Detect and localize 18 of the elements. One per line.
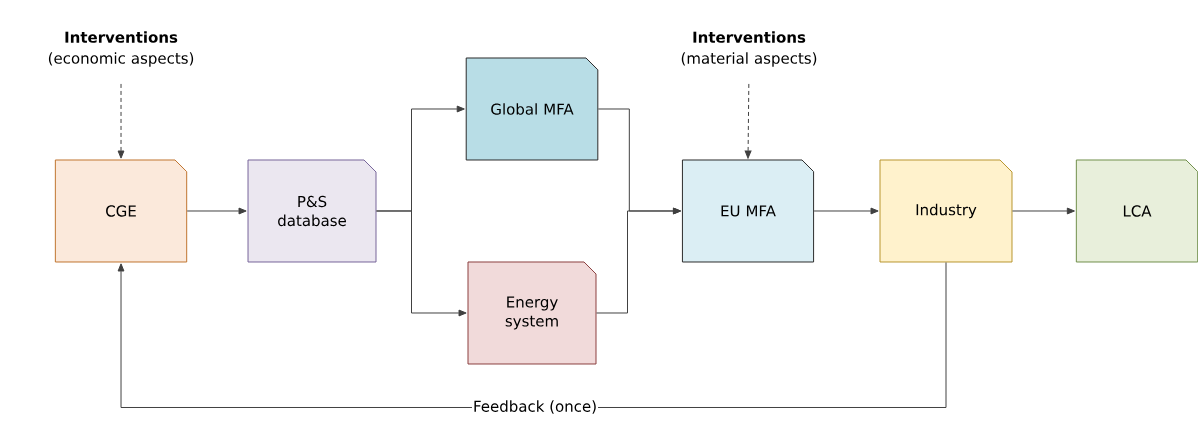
arrow (117, 83, 125, 159)
process-box: Industry (879, 159, 1013, 263)
arrow (1012, 207, 1075, 215)
intervention-label: Interventions (material aspects) (681, 31, 817, 67)
arrow (117, 262, 947, 408)
process-box: CGE (54, 159, 188, 263)
arrow (186, 207, 247, 215)
arrow (744, 83, 752, 159)
arrow (376, 210, 467, 317)
edge-label: Feedback (once) (472, 399, 599, 415)
process-box: LCA (1075, 159, 1198, 263)
intervention-label: Interventions (economic aspects) (48, 31, 194, 67)
process-box: Energy system (467, 261, 597, 365)
process-box: Global MFA (465, 57, 599, 161)
arrow (813, 207, 879, 215)
process-box: EU MFA (681, 159, 815, 263)
process-box: P&S database (247, 159, 377, 263)
arrow (596, 207, 682, 314)
